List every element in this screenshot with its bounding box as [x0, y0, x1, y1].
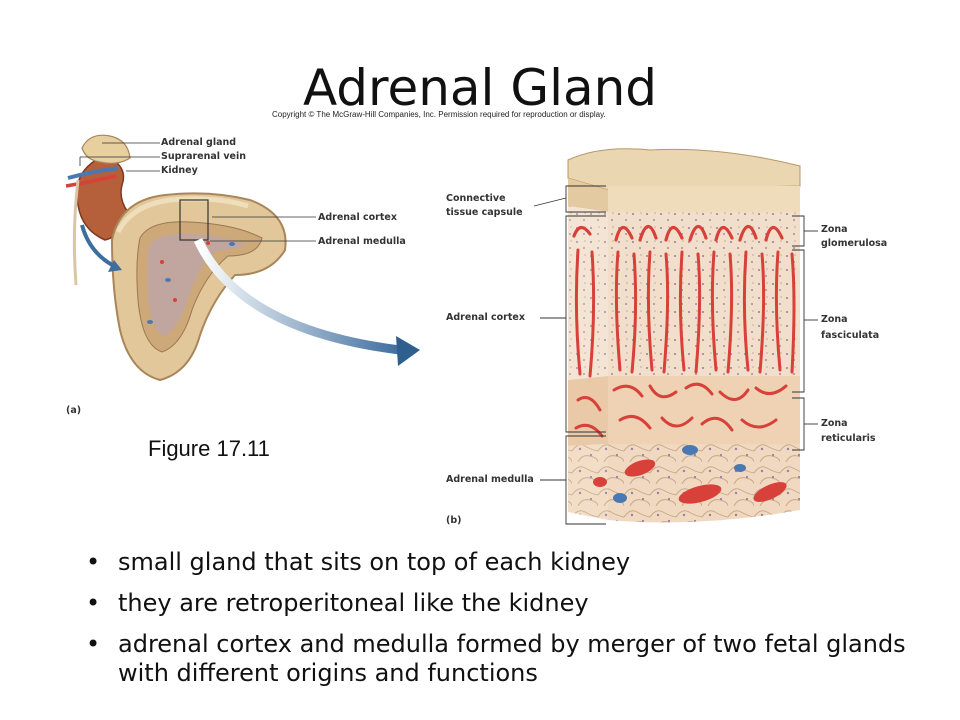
medulla-region [147, 233, 245, 336]
bullet-item: they are retroperitoneal like the kidney [86, 589, 906, 618]
label-adrenal-gland: Adrenal gland [161, 137, 237, 148]
label-capsule-line1: Connective [446, 193, 506, 204]
label-zr-line1: Zona [821, 418, 848, 429]
label-kidney: Kidney [161, 165, 198, 176]
bullet-list: small gland that sits on top of each kid… [86, 548, 906, 700]
medulla-layer [608, 444, 800, 523]
zoom-box [179, 199, 209, 241]
label-b-adrenal-cortex: Adrenal cortex [446, 312, 525, 323]
label-b-adrenal-medulla: Adrenal medulla [446, 474, 534, 485]
label-zg-line1: Zona [821, 224, 848, 235]
label-zf-line2: fasciculata [821, 330, 880, 341]
panel-a-illustration [65, 134, 420, 382]
renal-artery [65, 174, 117, 188]
bullet-item: small gland that sits on top of each kid… [86, 548, 906, 577]
panel-b-illustration [533, 148, 818, 525]
label-a-adrenal-medulla: Adrenal medulla [318, 236, 406, 247]
label-zr-line2: reticularis [821, 433, 876, 444]
copyright-notice: Copyright © The McGraw-Hill Companies, I… [272, 110, 606, 119]
slide-title: Adrenal Gland [302, 59, 658, 117]
capsule-layer [608, 186, 800, 212]
label-suprarenal-vein: Suprarenal vein [161, 151, 247, 162]
medulla-vessels [593, 445, 787, 504]
label-zf-line1: Zona [821, 314, 848, 325]
bullet-item: adrenal cortex and medulla formed by mer… [86, 630, 906, 688]
figure-caption: Figure 17.11 [148, 436, 270, 461]
zona-fasciculata-layer [608, 246, 800, 376]
arrow-head [396, 336, 420, 366]
block-top-face [567, 148, 801, 191]
label-a-adrenal-cortex: Adrenal cortex [318, 212, 397, 223]
suprarenal-vein [67, 166, 119, 180]
adrenal-gland-small [81, 134, 131, 164]
panel-b-label: (b) [446, 515, 462, 526]
label-zg-line2: glomerulosa [821, 238, 888, 249]
panel-a-label: (a) [66, 405, 82, 416]
ureter [72, 179, 80, 286]
label-capsule-line2: tissue capsule [446, 207, 523, 218]
arrow-to-panel-b [193, 238, 401, 355]
